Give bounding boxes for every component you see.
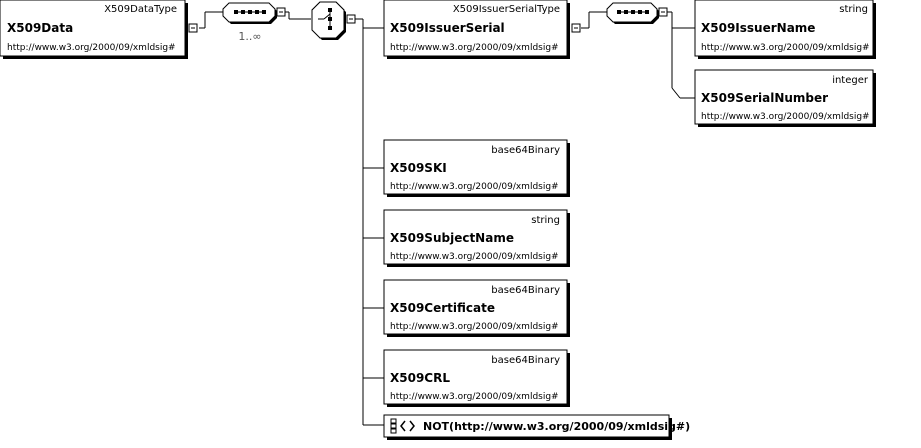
- node-name-label: X509IssuerName: [701, 21, 815, 35]
- node-namespace-label: http://www.w3.org/2000/09/xmldsig#: [390, 322, 559, 332]
- any-element-icon: [390, 418, 415, 434]
- node-x509certificate[interactable]: base64Binary X509Certificate http://www.…: [383, 279, 570, 337]
- node-type-label: base64Binary: [491, 285, 560, 296]
- node-namespace-label: http://www.w3.org/2000/09/xmldsig#: [390, 392, 559, 402]
- node-x509ski[interactable]: base64Binary X509SKI http://www.w3.org/2…: [383, 139, 570, 197]
- collapse-toggle-issuer-serial[interactable]: [571, 23, 581, 33]
- collapse-toggle-choice[interactable]: [346, 14, 356, 24]
- node-type-label: base64Binary: [491, 355, 560, 366]
- node-name-label: X509SubjectName: [390, 231, 514, 245]
- node-name-label: X509Certificate: [390, 301, 495, 315]
- node-namespace-label: http://www.w3.org/2000/09/xmldsig#: [390, 43, 559, 53]
- sequence-cardinality-label: 1..∞: [238, 30, 261, 43]
- collapse-toggle-sequence-2[interactable]: [658, 7, 668, 17]
- collapse-toggle-sequence[interactable]: [276, 7, 286, 17]
- node-name-label: X509Data: [7, 21, 73, 35]
- node-any-wildcard[interactable]: NOT(http://www.w3.org/2000/09/xmldsig#): [383, 414, 690, 440]
- node-x509crl[interactable]: base64Binary X509CRL http://www.w3.org/2…: [383, 349, 570, 407]
- collapse-toggle-root[interactable]: [188, 23, 198, 33]
- node-type-label: string: [839, 4, 868, 15]
- node-type-label: X509IssuerSerialType: [453, 4, 560, 15]
- node-type-label: X509DataType: [104, 4, 177, 15]
- node-name-label: X509SerialNumber: [701, 91, 828, 105]
- sequence-compositor-icon[interactable]: [222, 2, 277, 24]
- node-name-label: X509SKI: [390, 161, 447, 175]
- node-namespace-label: http://www.w3.org/2000/09/xmldsig#: [390, 182, 559, 192]
- node-x509data[interactable]: X509DataType X509Data http://www.w3.org/…: [0, 0, 188, 59]
- node-namespace-label: http://www.w3.org/2000/09/xmldsig#: [7, 43, 176, 53]
- node-namespace-label: http://www.w3.org/2000/09/xmldsig#: [701, 112, 870, 122]
- sequence-compositor-icon[interactable]: [606, 2, 659, 24]
- node-x509issuername[interactable]: string X509IssuerName http://www.w3.org/…: [694, 0, 876, 59]
- node-x509subjectname[interactable]: string X509SubjectName http://www.w3.org…: [383, 209, 570, 267]
- node-namespace-label: http://www.w3.org/2000/09/xmldsig#: [701, 43, 870, 53]
- node-namespace-label: http://www.w3.org/2000/09/xmldsig#: [390, 252, 559, 262]
- node-type-label: integer: [832, 75, 869, 86]
- node-x509serialnumber[interactable]: integer X509SerialNumber http://www.w3.o…: [694, 69, 876, 127]
- node-type-label: string: [531, 215, 560, 226]
- node-x509issuerserial[interactable]: X509IssuerSerialType X509IssuerSerial ht…: [383, 0, 570, 59]
- wildcard-namespace-label: NOT(http://www.w3.org/2000/09/xmldsig#): [423, 420, 690, 433]
- node-type-label: base64Binary: [491, 145, 560, 156]
- connector-lines: [199, 11, 695, 426]
- choice-compositor-icon[interactable]: [311, 1, 346, 40]
- node-name-label: X509IssuerSerial: [390, 21, 505, 35]
- node-name-label: X509CRL: [390, 371, 450, 385]
